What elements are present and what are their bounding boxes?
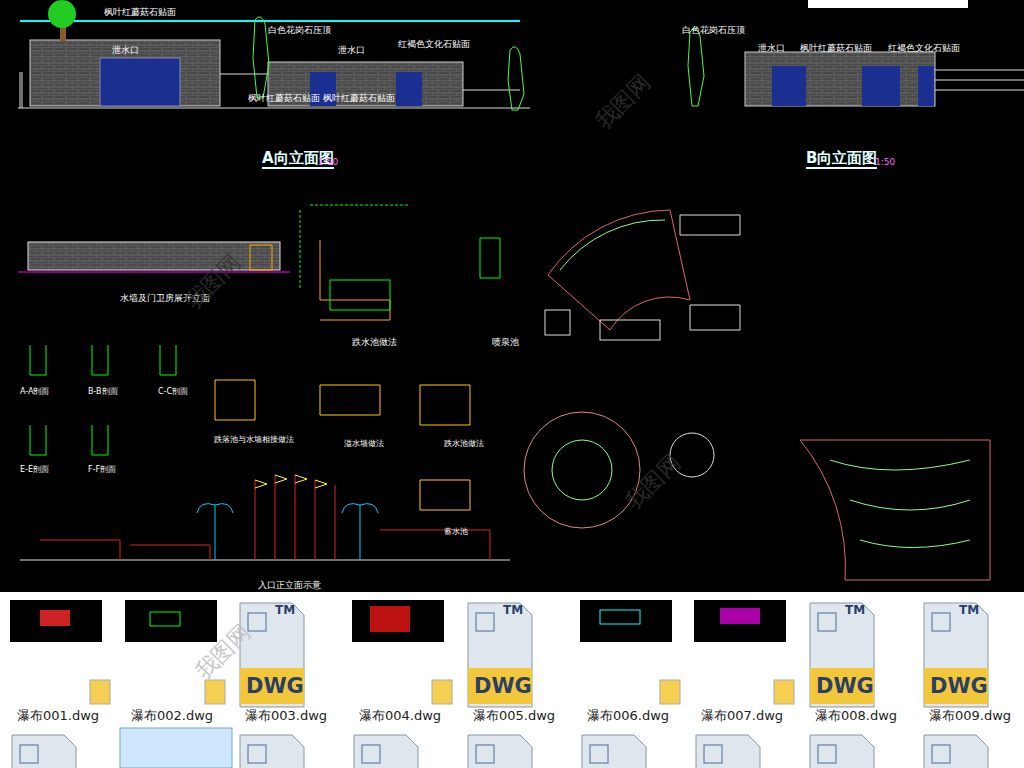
file-tile: 瀑布005.dwg <box>458 705 570 725</box>
dwg-icon <box>240 735 304 768</box>
drawing-label: TM <box>503 604 523 617</box>
dwg-icon <box>810 735 874 768</box>
icon-mark <box>932 613 950 631</box>
dwg-icon <box>468 735 532 768</box>
icon-page <box>240 603 304 707</box>
dwg-icon <box>924 603 988 707</box>
file-thumbnails <box>10 600 988 768</box>
section-details <box>18 205 500 510</box>
drawing-label: 跌水池做法 <box>352 338 397 348</box>
icon-page <box>12 735 76 768</box>
dwg-icon <box>12 735 76 768</box>
icon-page <box>924 735 988 768</box>
icon-band <box>240 668 304 704</box>
drawing-label: 1:50 <box>318 158 338 168</box>
icon-page <box>696 735 760 768</box>
elevation-walls <box>18 0 1024 110</box>
dwg-icon <box>696 735 760 768</box>
icon-page <box>468 603 532 707</box>
drawing-label: TM <box>845 604 865 617</box>
icon-mark <box>20 745 38 763</box>
drawing-label: DWG <box>930 675 988 698</box>
file-name: 瀑布004.dwg <box>359 708 441 723</box>
file-tile: 瀑布003.dwg <box>230 705 342 725</box>
drawing-label: 溢水墙做法 <box>344 440 384 449</box>
file-name: 瀑布005.dwg <box>473 708 555 723</box>
file-tile: 瀑布007.dwg <box>686 705 798 725</box>
icon-page <box>468 735 532 768</box>
icon-mark <box>248 613 266 631</box>
icon-page <box>924 603 988 707</box>
icon-band <box>924 668 988 704</box>
drawing-label: B-B剖面 <box>88 388 118 397</box>
drawing-label: 红褐色文化石贴面 <box>398 40 470 50</box>
drawing-label: 枫叶红蘑菇石贴面 <box>104 8 176 18</box>
drawing-label: 蓄水池 <box>444 528 468 537</box>
dwg-icon <box>924 735 988 768</box>
plan-drawings <box>524 210 990 580</box>
icon-mark <box>476 745 494 763</box>
drawing-label: 泄水口 <box>112 46 139 56</box>
icon-mark <box>590 745 608 763</box>
icon-page <box>354 735 418 768</box>
drawing-label: 枫叶红蘑菇石贴面 枫叶红蘑菇石贴面 <box>248 94 395 104</box>
icon-band <box>468 668 532 704</box>
icon-mark <box>362 745 380 763</box>
drawing-label: B向立面图 <box>806 150 877 169</box>
drawing-label: A-A剖面 <box>20 388 49 397</box>
file-tile: 瀑布006.dwg <box>572 705 684 725</box>
drawing-label: E-E剖面 <box>20 466 49 475</box>
dwg-icon <box>582 735 646 768</box>
icon-page <box>810 603 874 707</box>
drawing-label: 跌水池做法 <box>444 440 484 449</box>
dwg-icon <box>810 603 874 707</box>
icon-band <box>810 668 874 704</box>
file-tile: 瀑布002.dwg <box>116 705 228 725</box>
drawing-label: 泄水口 <box>338 46 365 56</box>
file-name: 瀑布001.dwg <box>17 708 99 723</box>
icon-mark <box>932 745 950 763</box>
file-tile: 瀑布001.dwg <box>2 705 114 725</box>
dwg-icon <box>468 603 532 707</box>
icon-page <box>240 735 304 768</box>
drawing-label: 白色花岗石压顶 <box>682 26 745 36</box>
file-name: 瀑布003.dwg <box>245 708 327 723</box>
dwg-icon <box>240 603 304 707</box>
drawing-label: DWG <box>816 675 874 698</box>
drawing-label: 跌落池与水墙相接做法 <box>214 436 294 445</box>
icon-mark <box>248 745 266 763</box>
file-tile: 瀑布008.dwg <box>800 705 912 725</box>
icon-mark <box>704 745 722 763</box>
icon-mark <box>818 745 836 763</box>
file-tile: 瀑布004.dwg <box>344 705 456 725</box>
drawing-label: 喷泉池 <box>492 338 519 348</box>
drawing-label: 枫叶红蘑菇石贴面 <box>800 44 872 54</box>
drawing-label: C-C剖面 <box>158 388 188 397</box>
drawing-label: TM <box>959 604 979 617</box>
file-name: 瀑布007.dwg <box>701 708 783 723</box>
drawing-label: 入口正立面示意 <box>258 581 321 591</box>
drawing-label: DWG <box>474 675 532 698</box>
drawing-label: 1:50 <box>875 158 895 168</box>
file-name: 瀑布006.dwg <box>587 708 669 723</box>
file-name: 瀑布008.dwg <box>815 708 897 723</box>
drawing-label: 泄水口 <box>758 44 785 54</box>
icon-page <box>582 735 646 768</box>
drawing-label: DWG <box>246 675 304 698</box>
file-name: 瀑布009.dwg <box>929 708 1011 723</box>
file-name: 瀑布002.dwg <box>131 708 213 723</box>
icon-mark <box>476 613 494 631</box>
dwg-icon <box>354 735 418 768</box>
icon-page <box>810 735 874 768</box>
drawing-label: 红褐色文化石贴面 <box>888 44 960 54</box>
icon-mark <box>818 613 836 631</box>
drawing-label: F-F剖面 <box>88 466 116 475</box>
file-tile: 瀑布009.dwg <box>914 705 1024 725</box>
drawing-label: TM <box>275 604 295 617</box>
entrance-elevation <box>20 475 510 560</box>
drawing-label: 白色花岗石压顶 <box>268 26 331 36</box>
